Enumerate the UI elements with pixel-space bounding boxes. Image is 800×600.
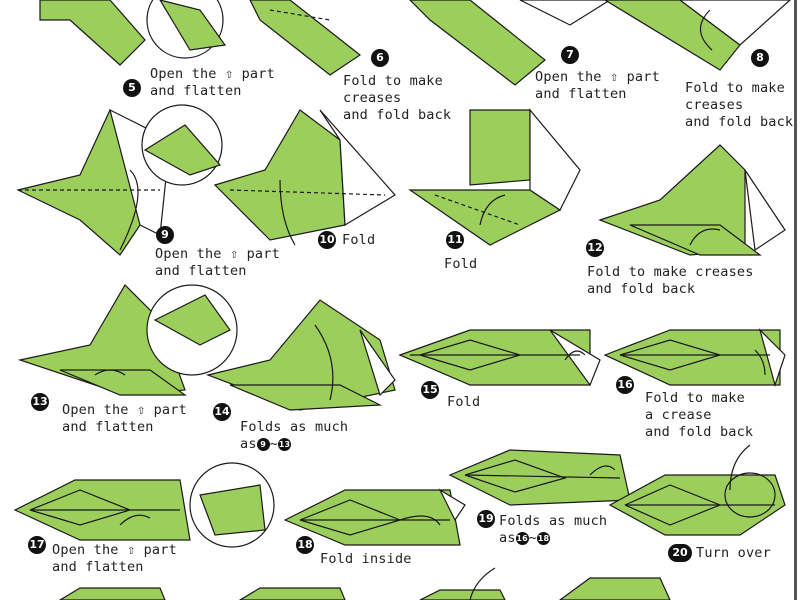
figure-step-6 xyxy=(249,0,362,76)
step-9-line: Open the ⇧ part xyxy=(155,246,280,262)
step-6-line: creases xyxy=(343,90,402,106)
range-separator: ~ xyxy=(528,530,537,546)
step-18-text: Fold inside xyxy=(320,551,412,567)
figure-step-16 xyxy=(603,327,786,388)
step-12-line: and fold back xyxy=(587,281,696,297)
figure-step-8 xyxy=(603,0,791,71)
step-10-text: Fold xyxy=(342,232,376,248)
step-20-text: Turn over xyxy=(696,545,771,561)
step-ref-badge: 9 xyxy=(256,437,270,451)
step-9-line: and flatten xyxy=(155,263,247,279)
step-ref-badge: 13 xyxy=(277,437,291,451)
range-separator: ~ xyxy=(269,436,278,452)
step-13-line: Open the ⇧ part xyxy=(62,402,187,418)
figure-step-7 xyxy=(409,0,612,86)
step-15-text: Fold xyxy=(447,394,481,410)
figure-partial-row xyxy=(58,567,671,600)
step-19-line: as16~18 xyxy=(499,530,607,547)
step-badge-18: 18 xyxy=(296,536,314,554)
step-ref-badge: 18 xyxy=(536,531,550,545)
step-13-line: and flatten xyxy=(62,419,154,435)
step-19-line: Folds as much xyxy=(499,513,608,529)
figure-step-5 xyxy=(39,0,227,66)
step-badge-12: 12 xyxy=(586,239,604,257)
step-badge-5: 5 xyxy=(123,79,141,97)
figure-step-19 xyxy=(448,449,631,506)
step-badge-10: 10 xyxy=(318,231,336,249)
step-17-line: Open the ⇧ part xyxy=(52,542,177,558)
step-badge-15: 15 xyxy=(421,381,439,399)
step-badge-16: 16 xyxy=(616,376,634,394)
step-12-line: Fold to make creases xyxy=(587,264,754,280)
step-6-line: Fold to make xyxy=(343,73,443,89)
step-16-line: and fold back xyxy=(645,424,754,440)
step-ref-badge: 16 xyxy=(515,531,529,545)
figure-step-10 xyxy=(213,109,396,246)
step-5-line: and flatten xyxy=(150,83,242,99)
step-14-as: as xyxy=(240,436,257,452)
step-badge-8: 8 xyxy=(751,49,769,67)
figure-step-12 xyxy=(598,144,786,256)
step-badge-13: 13 xyxy=(31,393,49,411)
figure-step-13 xyxy=(17,284,238,396)
step-badge-20: 20 xyxy=(668,544,692,562)
step-8-line: Fold to make xyxy=(685,80,785,96)
step-7-line: and flatten xyxy=(535,86,627,102)
figure-step-18 xyxy=(283,488,466,546)
step-badge-11: 11 xyxy=(446,231,464,249)
figure-step-20 xyxy=(608,444,786,536)
step-badge-9: 9 xyxy=(156,226,174,244)
step-16-line: Fold to make xyxy=(645,390,745,406)
step-14-line: Folds as much xyxy=(240,419,349,435)
step-badge-6: 6 xyxy=(371,49,389,67)
step-badge-7: 7 xyxy=(561,46,579,64)
step-19-as: as xyxy=(499,530,516,546)
figure-step-11 xyxy=(408,108,581,246)
page-edge-border xyxy=(794,0,797,600)
figure-step-14 xyxy=(205,299,396,411)
step-5-line: Open the ⇧ part xyxy=(150,66,275,82)
figure-step-17 xyxy=(13,462,275,548)
step-16-line: a crease xyxy=(645,407,712,423)
step-7-line: Open the ⇧ part xyxy=(535,69,660,85)
step-6-line: and fold back xyxy=(343,107,452,123)
step-11-text: Fold xyxy=(444,256,478,272)
step-8-line: creases xyxy=(685,97,744,113)
step-17-line: and flatten xyxy=(52,559,144,575)
step-badge-17: 17 xyxy=(28,536,46,554)
step-badge-14: 14 xyxy=(213,403,231,421)
step-8-line: and fold back xyxy=(685,114,794,130)
step-badge-19: 19 xyxy=(477,510,495,528)
figure-step-15 xyxy=(398,329,601,387)
figure-step-9 xyxy=(16,104,223,256)
